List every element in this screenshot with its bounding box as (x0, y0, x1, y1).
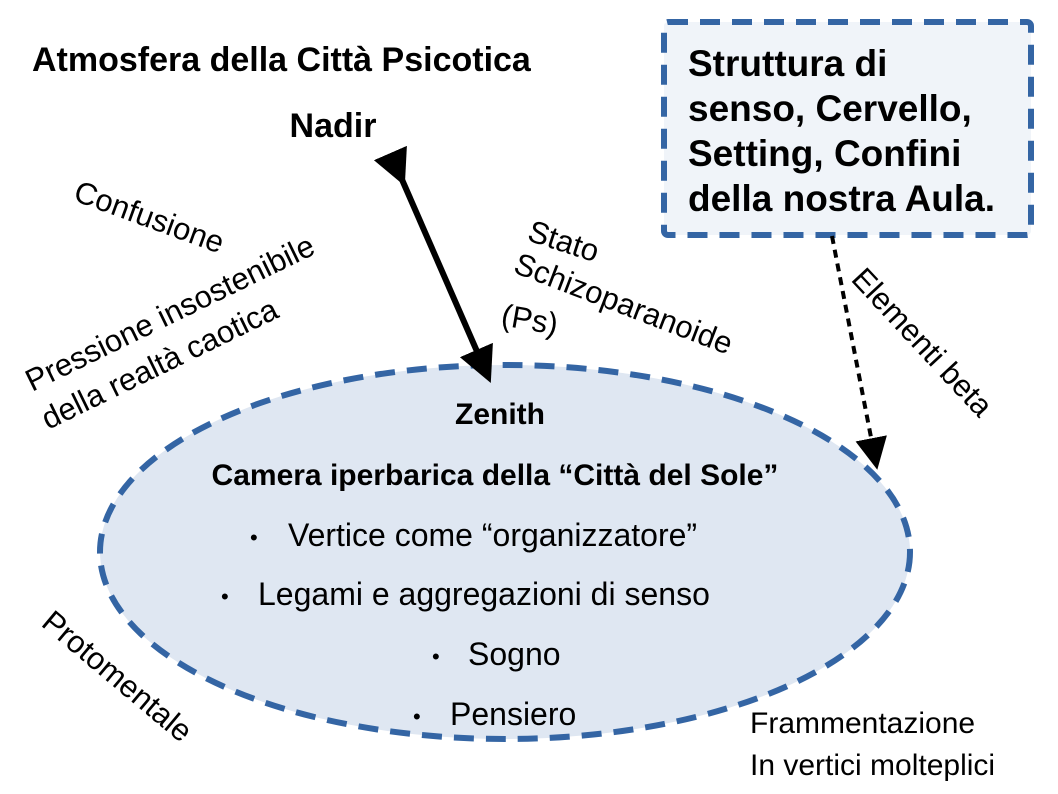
bullet-item: Legami e aggregazioni di senso (258, 576, 710, 612)
confusione-label: Confusione (70, 174, 229, 261)
nadir-zenith-arrow (373, 145, 493, 383)
box-line-3: Setting, Confini (688, 133, 961, 174)
box-line-2: senso, Cervello, (688, 88, 972, 129)
page-title: Atmosfera della Città Psicotica (32, 41, 532, 79)
vertici-molteplici-label: In vertici molteplici (750, 749, 995, 782)
bullet-item: Pensiero (450, 696, 576, 732)
bullet-item: Vertice come “organizzatore” (288, 517, 697, 553)
box-line-1: Struttura di (688, 43, 887, 84)
ellipse-heading: Camera iperbarica della “Città del Sole” (212, 459, 779, 492)
bullet-item: Sogno (468, 636, 561, 672)
bullet-dot: • (413, 704, 421, 729)
city-of-sun-ellipse (97, 362, 913, 742)
elementi-beta-arrow (830, 235, 887, 470)
ps-label: (Ps) (499, 297, 561, 341)
frammentazione-label: Frammentazione (750, 707, 975, 740)
bullet-dot: • (250, 525, 258, 550)
bullet-dot: • (432, 644, 440, 669)
structure-box (661, 19, 1034, 238)
bullet-dot: • (221, 584, 229, 609)
elementi-beta-label: Elementi beta (845, 261, 1000, 424)
nadir-label: Nadir (290, 107, 377, 145)
box-line-4: della nostra Aula. (688, 178, 995, 219)
zenith-label: Zenith (455, 398, 545, 431)
